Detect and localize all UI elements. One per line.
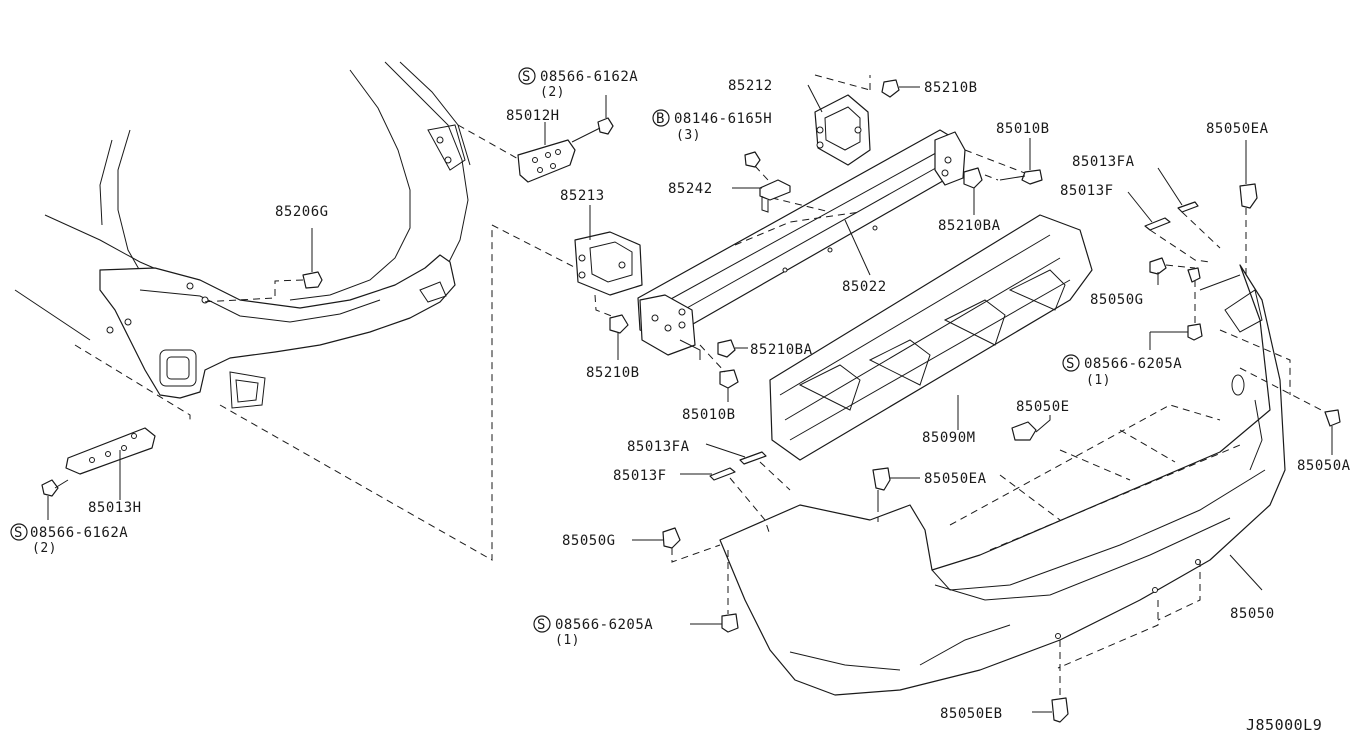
clip-85050EA-right bbox=[1239, 140, 1258, 278]
reinforcement-85022 bbox=[637, 129, 1031, 360]
label-85050: 85050 bbox=[1230, 606, 1275, 622]
label-08566-6162A-top: 08566-6162A bbox=[540, 69, 638, 85]
label-85050EA-center: 85050EA bbox=[924, 471, 987, 487]
bracket-85212 bbox=[807, 74, 920, 166]
qty-top: (2) bbox=[540, 85, 565, 100]
bolt-symbol-letter: B bbox=[656, 111, 665, 127]
label-85050E: 85050E bbox=[1016, 399, 1070, 415]
tape-85013F-right bbox=[1127, 191, 1211, 263]
clip-85206G bbox=[199, 228, 323, 303]
bumper-fascia-85050 bbox=[719, 264, 1286, 696]
qty-6205A-bottom: (1) bbox=[555, 633, 580, 648]
screw-symbol-icon bbox=[1062, 354, 1080, 372]
label-85013F-left: 85013F bbox=[613, 468, 667, 484]
label-85242: 85242 bbox=[668, 181, 713, 197]
vehicle-rear-body bbox=[14, 61, 471, 409]
assembly-dashed-lines bbox=[74, 124, 581, 561]
bolt-85010B-left bbox=[699, 344, 739, 402]
label-85050EB: 85050EB bbox=[940, 706, 1003, 722]
clip-85050G-left bbox=[632, 527, 721, 563]
label-85206G: 85206G bbox=[275, 204, 329, 220]
screw-08566-6205A-right bbox=[1149, 280, 1291, 395]
label-08146-6165H: 08146-6165H bbox=[674, 111, 772, 127]
label-85022: 85022 bbox=[842, 279, 887, 295]
label-85210B-top: 85210B bbox=[924, 80, 978, 96]
bolt-symbol-icon bbox=[652, 109, 670, 127]
clip-85050EB bbox=[1032, 640, 1069, 723]
qty-08146: (3) bbox=[676, 128, 701, 143]
bracket-85242 bbox=[732, 151, 791, 213]
label-08566-6205A-right: 08566-6205A bbox=[1084, 356, 1182, 372]
qty-6205A-right: (1) bbox=[1086, 373, 1111, 388]
screw-symbol-icon bbox=[518, 67, 536, 85]
screw-symbol-letter: S bbox=[522, 69, 531, 85]
label-85010B-left: 85010B bbox=[682, 407, 736, 423]
bracket-85012H bbox=[517, 95, 614, 183]
label-85090M: 85090M bbox=[922, 430, 976, 446]
label-85050G-right: 85050G bbox=[1090, 292, 1144, 308]
bracket-85013H bbox=[41, 427, 156, 520]
label-85210BA-left: 85210BA bbox=[750, 342, 813, 358]
label-85013F-right: 85013F bbox=[1060, 183, 1114, 199]
absorber-85090M bbox=[769, 214, 1093, 461]
screw-symbol-letter: S bbox=[537, 617, 546, 633]
label-85050G-left: 85050G bbox=[562, 533, 616, 549]
label-85013FA-right: 85013FA bbox=[1072, 154, 1135, 170]
label-85010B-right: 85010B bbox=[996, 121, 1050, 137]
label-85212: 85212 bbox=[728, 78, 773, 94]
tape-85013FA-left bbox=[705, 443, 791, 491]
qty-bottom-left: (2) bbox=[32, 541, 57, 556]
label-85050A: 85050A bbox=[1297, 458, 1351, 474]
clip-85050EA-center bbox=[872, 467, 920, 522]
screw-symbol-icon bbox=[533, 615, 551, 633]
tape-85013F-left bbox=[680, 467, 771, 536]
screw-85050A bbox=[1239, 367, 1341, 455]
screw-symbol-letter: S bbox=[1066, 356, 1075, 372]
clip-85050E bbox=[1011, 415, 1051, 441]
nut-85210BA-right bbox=[963, 167, 999, 215]
label-85210BA-right: 85210BA bbox=[938, 218, 1001, 234]
tape-85013FA-right bbox=[1157, 167, 1221, 249]
label-85210B-left: 85210B bbox=[586, 365, 640, 381]
screw-symbol-icon bbox=[10, 523, 28, 541]
label-85013H: 85013H bbox=[88, 500, 142, 516]
bracket-85213 bbox=[574, 205, 643, 360]
label-08566-6162A-bottom: 08566-6162A bbox=[30, 525, 128, 541]
screw-symbol-letter: S bbox=[14, 525, 23, 541]
label-85050EA-right: 85050EA bbox=[1206, 121, 1269, 137]
label-85012H: 85012H bbox=[506, 108, 560, 124]
label-08566-6205A-bottom: 08566-6205A bbox=[555, 617, 653, 633]
diagram-id: J85000L9 bbox=[1246, 716, 1322, 734]
callout-labels: 85206G 85013H S 08566-6162A (2) S 08566-… bbox=[10, 67, 1351, 734]
nut-85210BA-left bbox=[717, 339, 748, 358]
label-85013FA-left: 85013FA bbox=[627, 439, 690, 455]
bolt-85010B-right bbox=[999, 138, 1043, 185]
label-85213: 85213 bbox=[560, 188, 605, 204]
clip-85050G-right bbox=[1149, 257, 1201, 285]
screw-08566-6205A-bottom bbox=[690, 550, 739, 633]
